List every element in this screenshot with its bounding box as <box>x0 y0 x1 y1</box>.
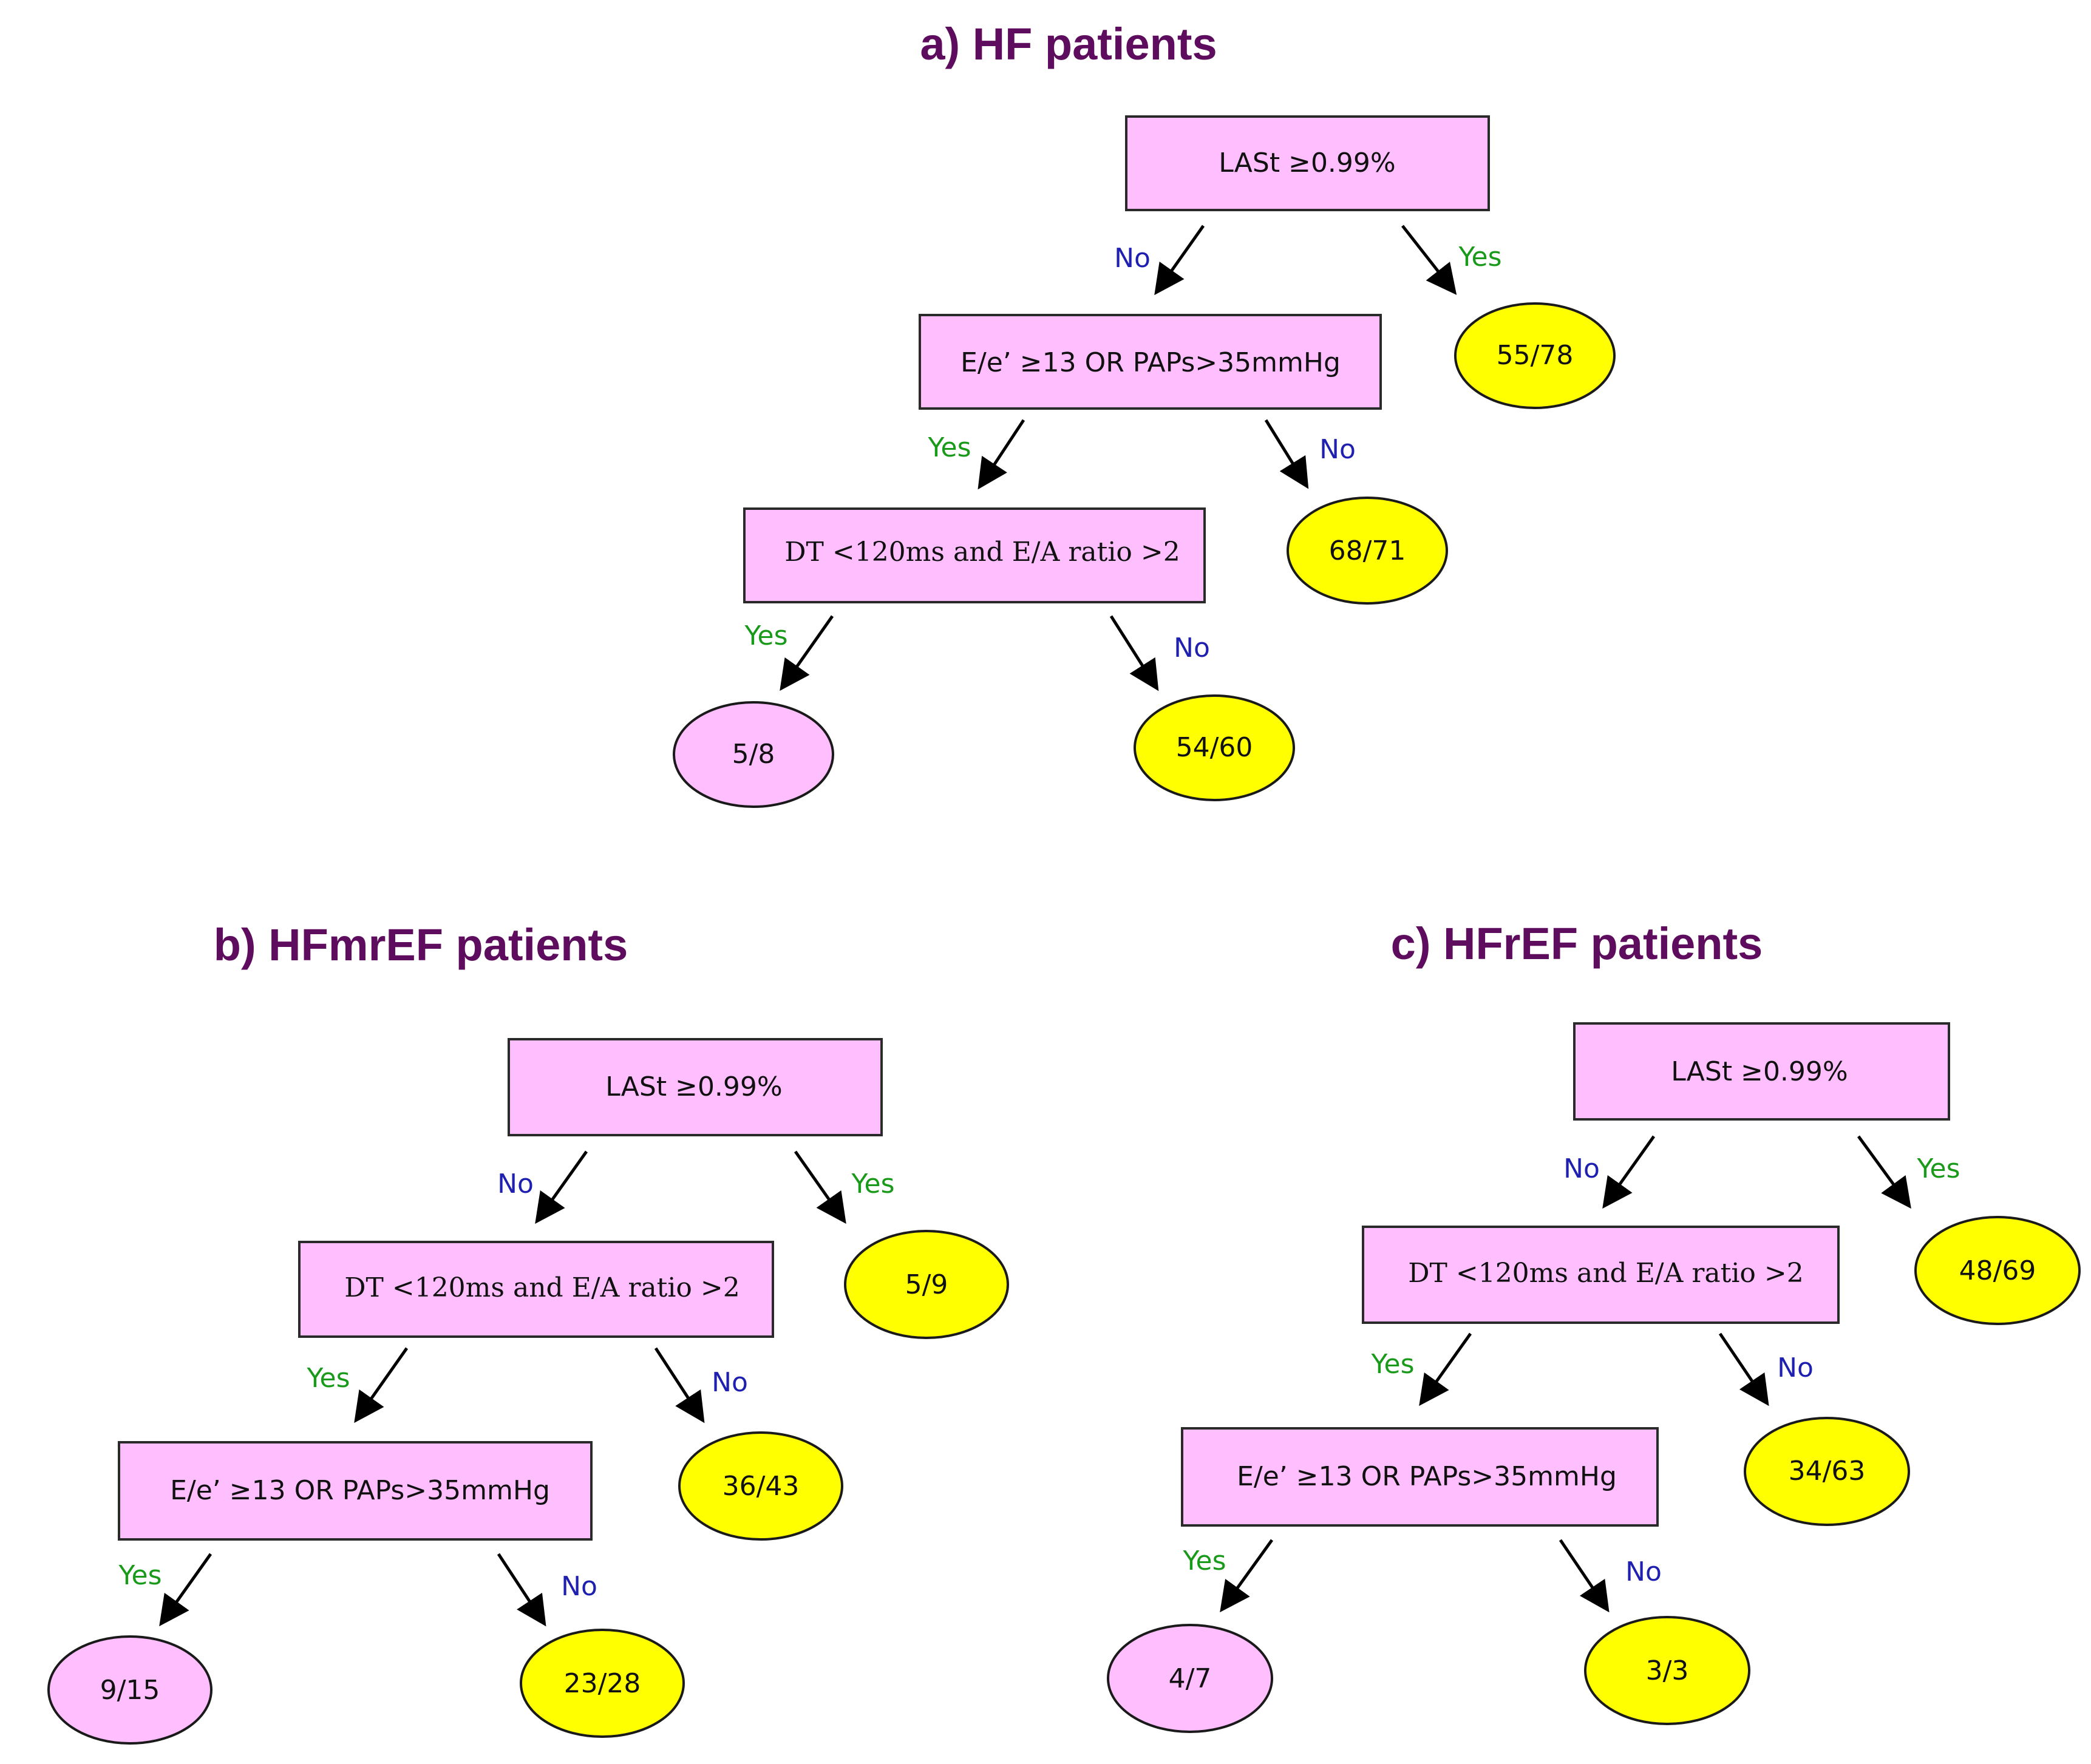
panel-b-leaf-1-label: 5/9 <box>905 1269 948 1300</box>
panel-a-edge-root-no-label: No <box>1114 243 1151 274</box>
panel-c-edge-2-no <box>1718 1332 1769 1406</box>
panel-c-edge-3-no <box>1559 1539 1610 1613</box>
panel-a-node-root-box <box>1125 115 1490 211</box>
panel-c-leaf-2 <box>1744 1417 1910 1526</box>
panel-a-node-2-box <box>919 314 1382 410</box>
panel-c-leaf-1-label: 48/69 <box>1959 1255 2036 1286</box>
panel-a-leaf-3-label: 5/8 <box>732 739 775 770</box>
panel-b-node-3-box <box>118 1441 593 1541</box>
panel-a-node-3-label: DT <120ms and E/A ratio >2 <box>784 537 1180 568</box>
panel-a-edge-2-no-label: No <box>1319 434 1356 465</box>
panel-a-edge-2-yes-label: Yes <box>927 432 971 463</box>
panel-c-node-2-label: DT <120ms and E/A ratio >2 <box>1408 1258 1804 1289</box>
panel-c-leaf-3-label: 4/7 <box>1169 1663 1212 1694</box>
panel-a-node-2-label: E/e’ ≥13 OR PAPs>35mmHg <box>960 347 1341 378</box>
panel-b-node-root-label: LASt ≥0.99% <box>605 1071 782 1102</box>
panel-b-node-2-label: DT <120ms and E/A ratio >2 <box>344 1272 740 1303</box>
panel-b-edge-2-yes-label: Yes <box>306 1363 350 1394</box>
panel-c-node-3-label: E/e’ ≥13 OR PAPs>35mmHg <box>1237 1461 1617 1492</box>
panel-b-leaf-4-label: 23/28 <box>564 1668 641 1699</box>
panel-b-edge-root-no-label: No <box>497 1169 534 1199</box>
panel-a-node-3-box <box>743 507 1206 603</box>
panel-b-edge-3-yes-label: Yes <box>118 1560 162 1591</box>
panel-a-title: a) HF patients <box>920 19 1217 69</box>
panel-c-node-2-box <box>1362 1226 1840 1324</box>
panel-a-leaf-4 <box>1134 694 1295 801</box>
panel-a: a) HF patients LASt ≥0.99% No Yes 55/78 … <box>673 19 1616 808</box>
panel-b-leaf-1 <box>844 1230 1009 1339</box>
panel-b-leaf-2 <box>678 1431 843 1541</box>
panel-b-edge-root-yes <box>794 1150 846 1224</box>
panel-c-edge-root-yes <box>1857 1135 1911 1209</box>
panel-b-edge-3-no <box>497 1553 546 1627</box>
panel-b-leaf-3-label: 9/15 <box>100 1675 160 1706</box>
panel-b-edge-3-no-label: No <box>561 1571 597 1602</box>
panel-a-edge-root-no <box>1154 225 1205 296</box>
panel-c-node-root-label: LASt ≥0.99% <box>1671 1056 1848 1087</box>
panel-c-node-root-box <box>1573 1022 1950 1121</box>
panel-b-edge-root-yes-label: Yes <box>851 1169 894 1199</box>
panel-c-leaf-1 <box>1914 1216 2081 1325</box>
panel-a-edge-3-yes <box>780 615 834 691</box>
panel-b-leaf-2-label: 36/43 <box>722 1471 800 1502</box>
panel-b-edge-3-yes <box>159 1553 212 1627</box>
panel-a-leaf-1-label: 55/78 <box>1497 340 1574 371</box>
panel-c-edge-2-yes <box>1419 1332 1472 1406</box>
panel-c-leaf-4-label: 3/3 <box>1646 1655 1689 1686</box>
panel-c: c) HFrEF patients LASt ≥0.99% No Yes 48/… <box>1107 918 2081 1733</box>
panel-a-edge-3-no-label: No <box>1174 633 1210 663</box>
panel-c-node-3-box <box>1181 1427 1659 1527</box>
panel-a-edge-2-yes <box>977 419 1025 490</box>
panel-a-edge-root-yes <box>1401 225 1457 295</box>
panel-b-edge-2-no-label: No <box>712 1367 748 1398</box>
panel-c-edge-2-yes-label: Yes <box>1370 1349 1414 1380</box>
panel-c-leaf-3 <box>1107 1624 1273 1733</box>
panel-a-leaf-3 <box>673 701 834 808</box>
panel-b-edge-2-no <box>654 1347 705 1423</box>
panel-a-edge-3-no <box>1109 615 1159 691</box>
panel-b-leaf-3 <box>47 1635 212 1745</box>
panel-c-edge-root-no-label: No <box>1563 1153 1600 1184</box>
panel-a-node-root-label: LASt ≥0.99% <box>1219 148 1395 178</box>
panel-c-edge-3-yes-label: Yes <box>1182 1545 1226 1576</box>
panel-c-edge-3-yes <box>1220 1539 1274 1613</box>
panel-c-edge-root-yes-label: Yes <box>1916 1153 1960 1184</box>
panel-a-leaf-4-label: 54/60 <box>1176 732 1253 763</box>
panel-b-edge-root-no <box>535 1150 588 1224</box>
panel-a-leaf-2 <box>1287 497 1448 605</box>
panel-b-node-3-label: E/e’ ≥13 OR PAPs>35mmHg <box>170 1475 550 1506</box>
panel-a-edge-3-yes-label: Yes <box>744 620 787 651</box>
panel-b-node-2-box <box>298 1241 774 1338</box>
panel-c-edge-3-no-label: No <box>1625 1556 1662 1587</box>
panel-c-leaf-2-label: 34/63 <box>1789 1456 1866 1487</box>
panel-a-leaf-1 <box>1454 302 1616 409</box>
panel-b-leaf-4 <box>520 1629 685 1738</box>
panel-c-edge-2-no-label: No <box>1777 1352 1814 1383</box>
panel-c-leaf-4 <box>1584 1616 1750 1725</box>
panel-c-title: c) HFrEF patients <box>1391 918 1763 969</box>
panel-c-edge-root-no <box>1602 1135 1656 1209</box>
panel-a-leaf-2-label: 68/71 <box>1329 535 1406 566</box>
panel-b: b) HFmrEF patients LASt ≥0.99% No Yes 5/… <box>47 920 1009 1745</box>
panel-a-edge-2-no <box>1264 419 1309 489</box>
panel-b-node-root-box <box>508 1038 883 1136</box>
panel-a-edge-root-yes-label: Yes <box>1458 242 1501 273</box>
panel-b-edge-2-yes <box>354 1347 409 1423</box>
panel-b-title: b) HFmrEF patients <box>214 920 628 970</box>
